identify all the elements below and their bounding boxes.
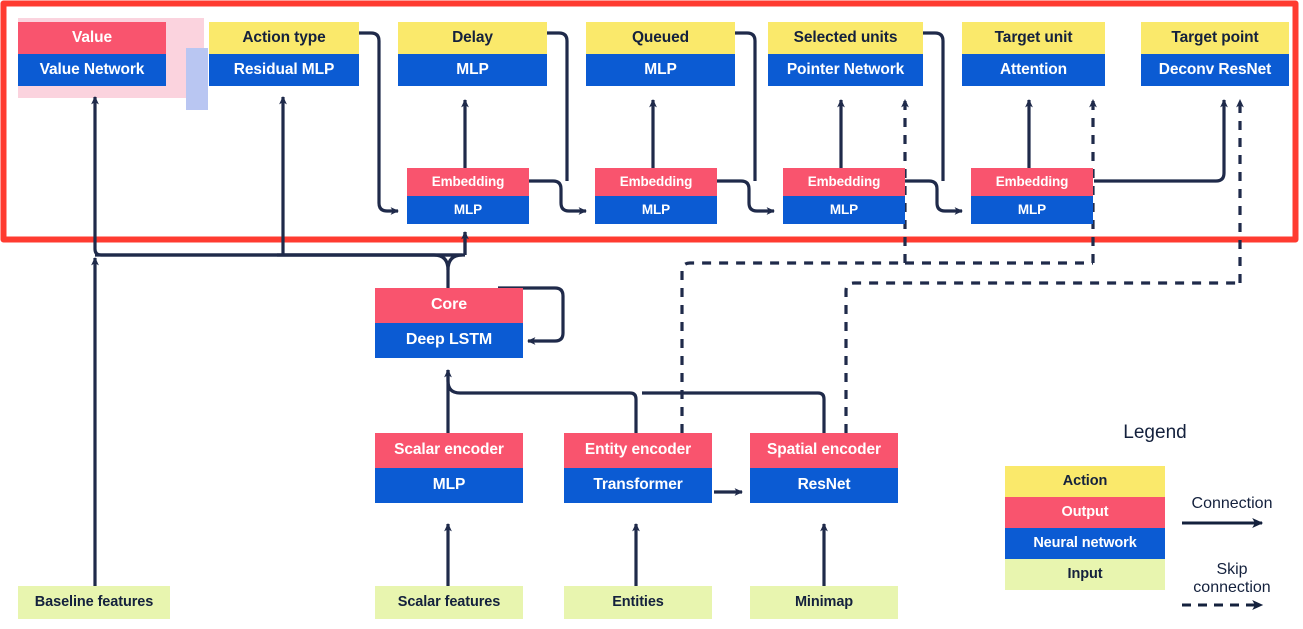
input-label: Minimap: [750, 586, 898, 619]
head-network-label: MLP: [398, 54, 547, 86]
embedding-network-label: MLP: [783, 196, 905, 224]
embedding-output-label: Embedding: [407, 168, 529, 196]
legend-title: Legend: [1123, 422, 1187, 443]
core-network-label: Deep LSTM: [375, 323, 523, 358]
legend-connection-label: Connection: [1191, 495, 1273, 512]
embedding-network-label: MLP: [971, 196, 1093, 224]
value-node-shadow-artifact-2: [186, 48, 208, 110]
legend-swatch-input: Input: [1005, 559, 1165, 590]
legend-swatch-output: Output: [1005, 497, 1165, 528]
head-network-label: Pointer Network: [768, 54, 923, 86]
core-output-label: Core: [375, 288, 523, 323]
head-node-queued[interactable]: Queued MLP: [586, 22, 735, 86]
legend-swatch-label: Input: [1005, 559, 1165, 590]
head-network-label: Residual MLP: [209, 54, 359, 86]
input-node-baseline-features[interactable]: Baseline features: [18, 586, 170, 619]
head-network-label: Value Network: [18, 54, 166, 86]
head-action-label: Target unit: [962, 22, 1105, 54]
head-node-target-point[interactable]: Target point Deconv ResNet: [1141, 22, 1289, 86]
legend-swatch-label: Output: [1005, 497, 1165, 528]
legend-skip-line-1: Skip: [1216, 561, 1248, 578]
legend-skip-connection-label: Skip connection: [1172, 561, 1292, 598]
encoder-node-spatial[interactable]: Spatial encoder ResNet: [750, 433, 898, 503]
embedding-output-label: Embedding: [971, 168, 1093, 196]
encoder-node-scalar[interactable]: Scalar encoder MLP: [375, 433, 523, 503]
head-action-label: Value: [18, 22, 166, 54]
input-node-scalar-features[interactable]: Scalar features: [375, 586, 523, 619]
head-node-action-type[interactable]: Action type Residual MLP: [209, 22, 359, 86]
head-action-label: Action type: [209, 22, 359, 54]
encoder-output-label: Spatial encoder: [750, 433, 898, 468]
legend-swatch-neural-network: Neural network: [1005, 528, 1165, 559]
head-action-label: Queued: [586, 22, 735, 54]
encoder-network-label: MLP: [375, 468, 523, 503]
embedding-network-label: MLP: [407, 196, 529, 224]
core-node[interactable]: Core Deep LSTM: [375, 288, 523, 358]
legend-skip-line-2: connection: [1193, 579, 1271, 597]
head-node-value[interactable]: Value Value Network: [18, 22, 166, 86]
input-label: Baseline features: [18, 586, 170, 619]
encoder-network-label: Transformer: [564, 468, 712, 503]
embedding-node-delay[interactable]: Embedding MLP: [407, 168, 529, 224]
head-network-label: MLP: [586, 54, 735, 86]
head-action-label: Selected units: [768, 22, 923, 54]
head-node-selected-units[interactable]: Selected units Pointer Network: [768, 22, 923, 86]
input-node-entities[interactable]: Entities: [564, 586, 712, 619]
embedding-node-target-unit[interactable]: Embedding MLP: [971, 168, 1093, 224]
embedding-output-label: Embedding: [595, 168, 717, 196]
legend-swatch-action: Action: [1005, 466, 1165, 497]
encoder-output-label: Entity encoder: [564, 433, 712, 468]
encoder-network-label: ResNet: [750, 468, 898, 503]
head-node-target-unit[interactable]: Target unit Attention: [962, 22, 1105, 86]
head-action-label: Delay: [398, 22, 547, 54]
legend-swatch-label: Neural network: [1005, 528, 1165, 559]
head-node-delay[interactable]: Delay MLP: [398, 22, 547, 86]
input-label: Scalar features: [375, 586, 523, 619]
encoder-output-label: Scalar encoder: [375, 433, 523, 468]
head-network-label: Attention: [962, 54, 1105, 86]
embedding-node-selected-units[interactable]: Embedding MLP: [783, 168, 905, 224]
legend-swatch-label: Action: [1005, 466, 1165, 497]
embedding-output-label: Embedding: [783, 168, 905, 196]
embedding-network-label: MLP: [595, 196, 717, 224]
head-action-label: Target point: [1141, 22, 1289, 54]
head-network-label: Deconv ResNet: [1141, 54, 1289, 86]
input-node-minimap[interactable]: Minimap: [750, 586, 898, 619]
embedding-node-queued[interactable]: Embedding MLP: [595, 168, 717, 224]
input-label: Entities: [564, 586, 712, 619]
encoder-node-entity[interactable]: Entity encoder Transformer: [564, 433, 712, 503]
